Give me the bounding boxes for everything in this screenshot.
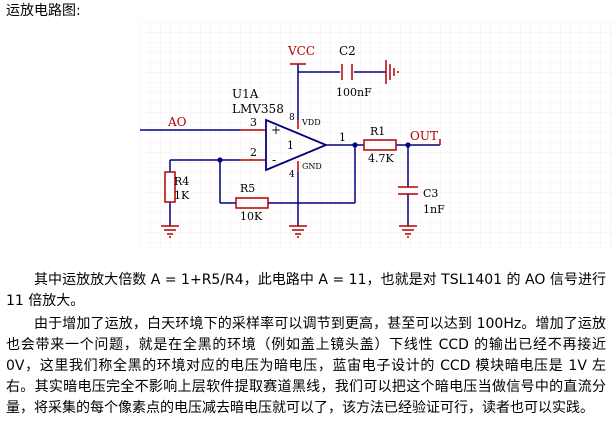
r1-body — [363, 139, 397, 151]
label-one: 1 — [287, 139, 294, 152]
junction-out — [352, 142, 358, 148]
label-pin2: 2 — [250, 146, 257, 159]
label-pin8: 8 — [289, 113, 295, 123]
label-c2-value: 100nF — [336, 86, 372, 99]
label-r1: R1 — [370, 125, 385, 138]
label-lmv358: LMV358 — [232, 102, 284, 116]
gnd-opamp — [289, 225, 307, 238]
paragraph-dark-voltage: 由于增加了运放，白天环境下的采样率可以调节到更高，甚至可以达到 100Hz。增加… — [6, 316, 606, 416]
page-heading: 运放电路图: — [6, 3, 81, 19]
label-ao: AO — [167, 115, 187, 129]
label-minus: - — [272, 153, 276, 167]
junction-dots — [217, 142, 411, 163]
label-c2: C2 — [339, 44, 356, 58]
schematic-grid — [140, 22, 614, 250]
r5-body — [235, 197, 269, 209]
paragraph-gain: 其中运放放大倍数 A = 1+R5/R4，此电路中 A = 11，也就是对 TS… — [6, 272, 606, 309]
label-r5-value: 10K — [240, 210, 263, 223]
junction-r5 — [217, 157, 223, 163]
label-r4-value: 1K — [174, 189, 190, 202]
label-out: OUT — [410, 129, 438, 143]
label-u1a: U1A — [232, 87, 259, 101]
r4-body — [164, 171, 176, 203]
op-amp-schematic: VCC C2 100nF U1A LMV358 VDD 8 AO 3 2 + 1… — [140, 22, 614, 250]
wires — [140, 64, 440, 226]
label-pin4: 4 — [289, 170, 295, 180]
label-vdd: VDD — [301, 118, 321, 127]
opamp-triangle — [265, 118, 329, 172]
gnd-r4 — [161, 225, 179, 238]
gnd-c3 — [399, 225, 417, 238]
label-r4: R4 — [174, 175, 189, 188]
junction-c3 — [405, 142, 411, 148]
label-c3-value: 1nF — [423, 203, 445, 216]
label-pin3: 3 — [250, 116, 257, 129]
label-c3: C3 — [423, 187, 438, 200]
label-plus: + — [271, 123, 281, 137]
label-r5: R5 — [240, 182, 255, 195]
label-pin1: 1 — [339, 131, 346, 144]
label-vcc: VCC — [287, 44, 315, 58]
label-r1-value: 4.7K — [368, 152, 394, 165]
label-gnd: GND — [302, 162, 322, 171]
